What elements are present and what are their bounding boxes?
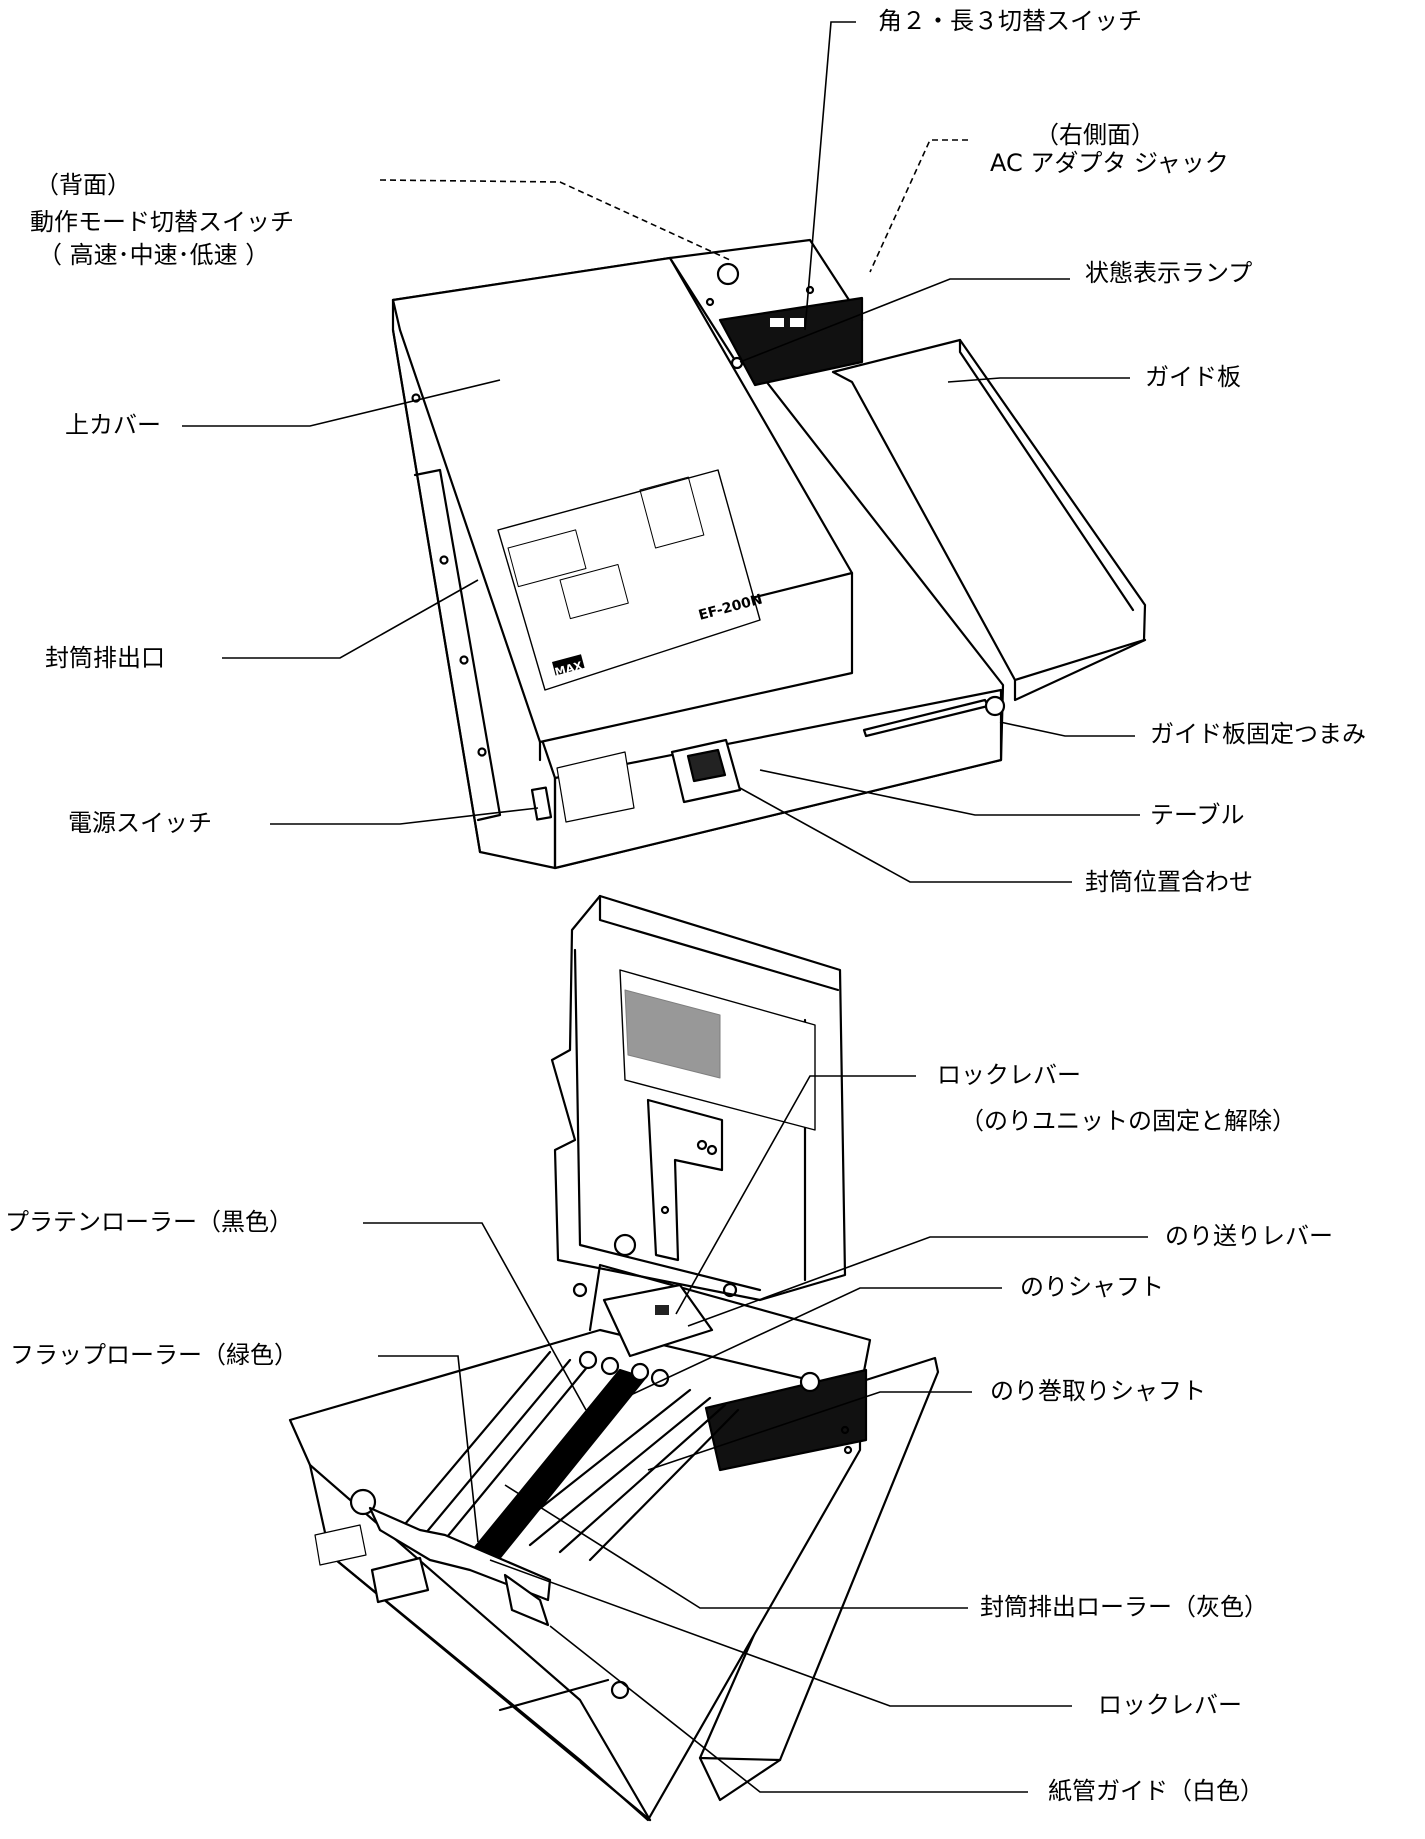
label-ac-jack: AC アダプタ ジャック <box>990 149 1229 177</box>
leader-lines <box>182 21 1148 1793</box>
label-status-lamp: 状態表示ランプ <box>1085 259 1253 287</box>
instruction-label <box>497 469 761 691</box>
label-top-cover: 上カバー <box>65 411 161 439</box>
label-platen-roller: プラテンローラー（黒色） <box>5 1208 293 1236</box>
label-flap-roller: フラップローラー（緑色） <box>10 1341 298 1369</box>
device-open <box>288 894 940 1822</box>
label-exit-roller: 封筒排出ローラー（灰色） <box>980 1593 1268 1621</box>
label-table: テーブル <box>1150 801 1245 829</box>
power-switch <box>530 786 553 821</box>
label-glue-takeup-shaft: のり巻取りシャフト <box>990 1377 1206 1405</box>
opened-tray <box>698 1356 940 1762</box>
label-guide-knob: ガイド板固定つまみ <box>1150 720 1366 748</box>
label-right-side: （右側面） <box>1035 121 1155 149</box>
device-closed <box>391 238 1147 870</box>
label-lock-lever-1: ロックレバー <box>937 1061 1081 1089</box>
label-mode-switch: 動作モード切替スイッチ <box>30 208 294 236</box>
label-lock-lever-1-note: （のりユニットの固定と解除） <box>960 1107 1296 1135</box>
label-glue-feed-lever: のり送りレバー <box>1165 1222 1333 1250</box>
label-lock-lever-2: ロックレバー <box>1098 1691 1242 1719</box>
label-back-side: （背面） <box>35 171 131 199</box>
label-kaku2-switch: 角２・長３切替スイッチ <box>878 7 1142 35</box>
label-glue-shaft: のりシャフト <box>1020 1273 1164 1301</box>
label-guide-plate: ガイド板 <box>1145 363 1241 391</box>
label-mode-speeds: （ 高速･中速･低速 ） <box>38 241 270 269</box>
lid-bracket <box>646 1098 724 1262</box>
label-paper-tube-guide: 紙管ガイド（白色） <box>1048 1777 1264 1805</box>
label-envelope-outlet: 封筒排出口 <box>45 644 165 672</box>
label-envelope-align: 封筒位置合わせ <box>1085 868 1253 896</box>
guide-knob <box>984 695 1006 717</box>
label-power-switch: 電源スイッチ <box>68 809 212 837</box>
